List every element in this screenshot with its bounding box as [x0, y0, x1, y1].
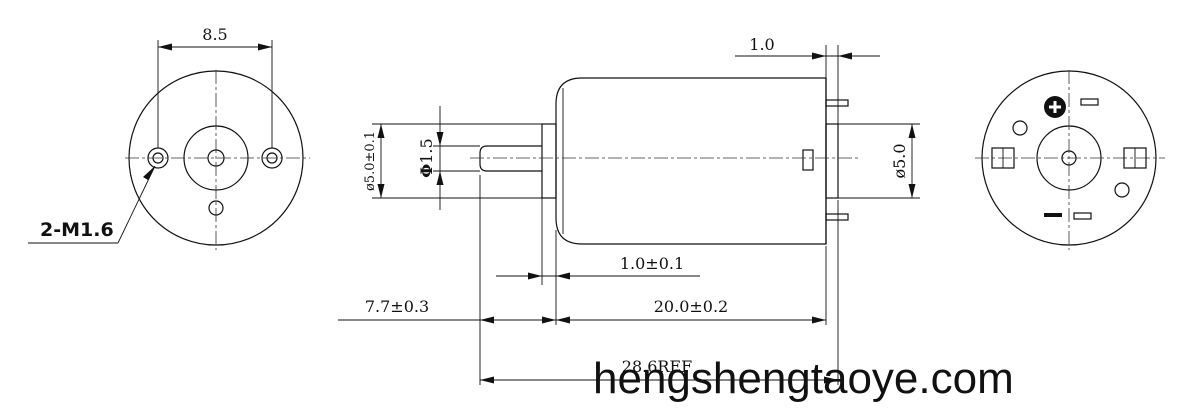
front-view: 8.5 2-M1.6 [28, 25, 310, 250]
svg-text:ø5.0±0.1: ø5.0±0.1 [363, 131, 378, 191]
housing-dia-prefix: ø [363, 183, 378, 191]
shaft-dia-dim: 1.5 [417, 138, 436, 163]
motor-body [555, 77, 827, 245]
front-width-dim: 8.5 [202, 25, 227, 44]
side-view: 1.0 ø5.0±0.1 Φ1.5 ø5.0 1.0±0.1 [338, 35, 920, 385]
watermark: hengshengtaoye.com [593, 354, 1014, 403]
body-length-dim: 20.0±0.2 [654, 297, 728, 316]
front-flange [541, 123, 557, 199]
minus-marker [1044, 213, 1062, 217]
rear-boss [825, 123, 839, 199]
shaft [479, 145, 542, 172]
shaft-length-dim: 7.7±0.3 [365, 297, 429, 316]
rear-hole-right [1114, 182, 1130, 198]
flange-thickness-dim: 1.0±0.1 [620, 254, 684, 273]
minus-slot [1073, 212, 1092, 220]
plus-slot [1080, 98, 1099, 106]
hole-callout: 2-M1.6 [40, 219, 114, 241]
rear-hole-left [1012, 120, 1028, 136]
rear-dia-dim: 5.0 [890, 143, 909, 168]
housing-dia-dim: 5.0±0.1 [363, 131, 378, 183]
rear-dia-prefix: ø [890, 169, 909, 179]
overall-length-dim: 28.6REF [622, 357, 692, 376]
rear-view [975, 70, 1165, 250]
svg-text:ø5.0: ø5.0 [890, 143, 909, 178]
top-dim: 1.0 [749, 35, 774, 54]
svg-text:Φ1.5: Φ1.5 [417, 138, 436, 177]
terminal-bottom [825, 213, 849, 221]
terminal-top [825, 99, 849, 107]
